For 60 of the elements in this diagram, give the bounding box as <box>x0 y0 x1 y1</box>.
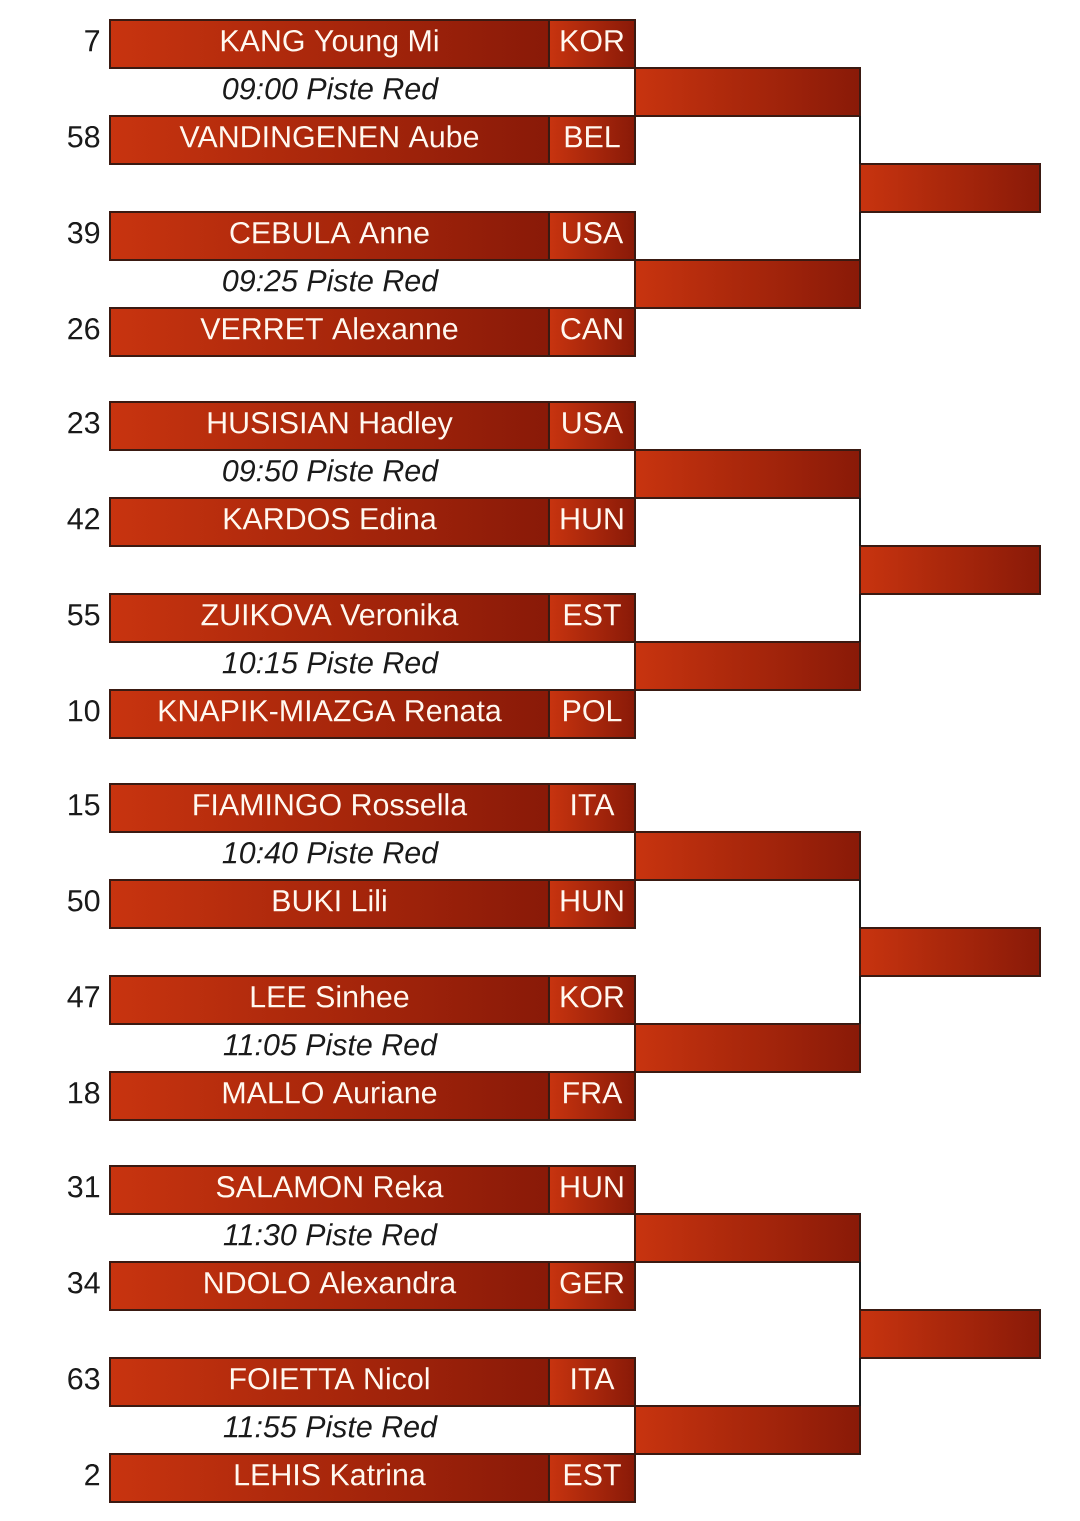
match-time: 11:55 Piste Red <box>223 1415 438 1438</box>
seed-number: 18 <box>69 1082 100 1104</box>
bracket-line <box>859 115 861 165</box>
seed-number: 10 <box>69 699 100 722</box>
bracket-line <box>859 1357 861 1407</box>
match-time: 11:30 Piste Red <box>223 1223 438 1246</box>
seed-number: 39 <box>67 221 100 244</box>
bracket-slot <box>859 927 1041 977</box>
country-cell: ITA <box>548 783 636 833</box>
country-cell: HUN <box>548 497 636 547</box>
seed-number: 23 <box>68 412 100 434</box>
seed-number: 63 <box>68 1368 100 1390</box>
seed-number: 26 <box>68 317 100 340</box>
country-cell: USA <box>548 211 636 261</box>
match-time: 11:05 Piste Red <box>223 1033 438 1056</box>
bracket-slot <box>634 67 861 117</box>
match-time: 10:15 Piste Red <box>222 651 439 674</box>
bracket-slot <box>859 1309 1041 1359</box>
country-cell: EST <box>548 593 636 643</box>
seed-number: 31 <box>67 1176 100 1198</box>
bracket-slot <box>634 1213 861 1263</box>
seed-number: 34 <box>67 1272 100 1294</box>
bracket-line <box>859 497 861 547</box>
country-cell: HUN <box>548 879 636 929</box>
country-cell: BEL <box>548 115 636 165</box>
match-time: 09:50 Piste Red <box>223 459 439 482</box>
bracket-line <box>859 975 861 1025</box>
country-cell: FRA <box>548 1071 636 1121</box>
bracket-slot <box>859 163 1041 213</box>
bracket-line <box>859 1261 861 1311</box>
country-cell: EST <box>548 1453 636 1503</box>
seed-number: 42 <box>67 507 100 530</box>
seed-number: 47 <box>67 986 100 1008</box>
country-cell: CAN <box>548 307 636 357</box>
country-cell: POL <box>548 689 636 739</box>
bracket-line <box>859 879 861 929</box>
country-cell: KOR <box>548 975 636 1025</box>
country-cell: ITA <box>548 1357 636 1407</box>
bracket-slot <box>634 831 861 881</box>
bracket-slot <box>634 449 861 499</box>
country-cell: KOR <box>548 19 636 69</box>
seed-number: 15 <box>69 794 100 816</box>
match-time: 09:25 Piste Red <box>223 269 439 292</box>
seed-number: 7 <box>85 30 100 52</box>
match-time: 09:00 Piste Red <box>223 77 439 100</box>
seed-number: 55 <box>68 604 100 626</box>
country-cell: USA <box>548 401 636 451</box>
seed-number: 58 <box>68 125 100 148</box>
seed-number: 50 <box>68 890 100 912</box>
bracket-line <box>859 593 861 643</box>
country-cell: GER <box>548 1261 636 1311</box>
country-cell: HUN <box>548 1165 636 1215</box>
bracket-slot <box>634 1023 861 1073</box>
bracket-line <box>859 211 861 261</box>
bracket-slot <box>634 259 861 309</box>
bracket-slot <box>634 641 861 691</box>
seed-number: 2 <box>85 1464 100 1486</box>
bracket-slot <box>634 1405 861 1455</box>
match-time: 10:40 Piste Red <box>222 841 439 864</box>
bracket-slot <box>859 545 1041 595</box>
